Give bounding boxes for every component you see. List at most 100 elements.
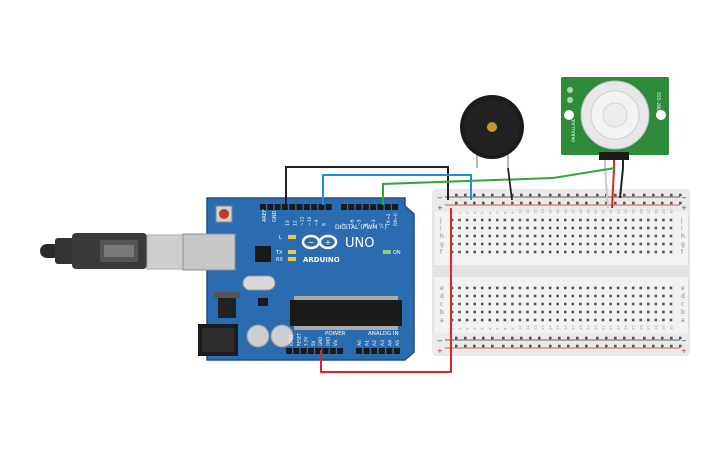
breadboard-hole[interactable] xyxy=(632,336,635,340)
breadboard-hole[interactable] xyxy=(670,336,673,340)
breadboard-hole[interactable] xyxy=(488,286,492,290)
breadboard-hole[interactable] xyxy=(624,302,627,306)
breadboard-hole[interactable] xyxy=(518,286,522,290)
breadboard-hole[interactable] xyxy=(609,250,612,254)
breadboard-hole[interactable] xyxy=(662,234,665,238)
breadboard-holes[interactable] xyxy=(450,193,682,348)
breadboard-hole[interactable] xyxy=(594,286,597,290)
breadboard-hole[interactable] xyxy=(482,344,485,348)
breadboard-hole[interactable] xyxy=(586,318,590,322)
breadboard-hole[interactable] xyxy=(605,344,608,348)
breadboard-hole[interactable] xyxy=(586,234,590,238)
breadboard-hole[interactable] xyxy=(511,250,514,254)
breadboard-hole[interactable] xyxy=(529,344,532,348)
breadboard-hole[interactable] xyxy=(465,218,469,222)
breadboard-hole[interactable] xyxy=(503,286,507,290)
breadboard-hole[interactable] xyxy=(571,286,575,290)
breadboard-hole[interactable] xyxy=(669,318,673,322)
breadboard-hole[interactable] xyxy=(616,294,620,298)
header-pin[interactable] xyxy=(394,348,400,354)
breadboard-hole[interactable] xyxy=(601,286,605,290)
breadboard-hole[interactable] xyxy=(503,250,507,254)
breadboard-hole[interactable] xyxy=(482,336,485,340)
breadboard-hole[interactable] xyxy=(643,201,646,205)
header-pin[interactable] xyxy=(311,204,318,210)
breadboard-hole[interactable] xyxy=(473,201,476,205)
breadboard-hole[interactable] xyxy=(616,218,620,222)
breadboard-hole[interactable] xyxy=(576,336,579,340)
header-pin[interactable] xyxy=(356,348,362,354)
breadboard-hole[interactable] xyxy=(669,218,673,222)
breadboard-hole[interactable] xyxy=(661,201,664,205)
breadboard-hole[interactable] xyxy=(503,242,507,246)
breadboard-hole[interactable] xyxy=(480,302,484,306)
breadboard-hole[interactable] xyxy=(563,218,567,222)
breadboard-hole[interactable] xyxy=(496,242,499,246)
breadboard-hole[interactable] xyxy=(563,294,567,298)
breadboard-hole[interactable] xyxy=(654,250,658,254)
breadboard-hole[interactable] xyxy=(556,242,559,246)
breadboard-hole[interactable] xyxy=(511,344,514,348)
breadboard-hole[interactable] xyxy=(556,294,559,298)
breadboard-hole[interactable] xyxy=(480,286,484,290)
header-pin[interactable] xyxy=(377,204,384,210)
breadboard-hole[interactable] xyxy=(601,318,605,322)
breadboard-hole[interactable] xyxy=(548,310,552,314)
breadboard-hole[interactable] xyxy=(473,242,476,246)
breadboard-hole[interactable] xyxy=(624,250,627,254)
breadboard-hole[interactable] xyxy=(616,242,620,246)
breadboard-hole[interactable] xyxy=(480,226,484,230)
breadboard-hole[interactable] xyxy=(549,344,552,348)
breadboard-hole[interactable] xyxy=(473,318,476,322)
breadboard-hole[interactable] xyxy=(652,193,655,197)
breadboard-hole[interactable] xyxy=(458,318,461,322)
breadboard-hole[interactable] xyxy=(541,318,544,322)
breadboard-hole[interactable] xyxy=(639,318,643,322)
breadboard-hole[interactable] xyxy=(473,336,476,340)
breadboard-hole[interactable] xyxy=(473,286,476,290)
header-pin[interactable] xyxy=(348,204,355,210)
breadboard-hole[interactable] xyxy=(669,226,673,230)
breadboard-hole[interactable] xyxy=(623,201,626,205)
breadboard-hole[interactable] xyxy=(548,286,552,290)
breadboard-hole[interactable] xyxy=(624,218,627,222)
breadboard-hole[interactable] xyxy=(614,336,617,340)
breadboard-hole[interactable] xyxy=(639,286,643,290)
breadboard-hole[interactable] xyxy=(538,201,541,205)
header-pin[interactable] xyxy=(378,348,385,354)
breadboard-hole[interactable] xyxy=(579,226,582,230)
header-pin[interactable] xyxy=(370,204,377,210)
breadboard-hole[interactable] xyxy=(594,294,597,298)
breadboard-hole[interactable] xyxy=(586,286,590,290)
breadboard-hole[interactable] xyxy=(511,218,514,222)
breadboard-hole[interactable] xyxy=(480,218,484,222)
breadboard-hole[interactable] xyxy=(549,336,552,340)
breadboard-hole[interactable] xyxy=(465,226,469,230)
breadboard-hole[interactable] xyxy=(579,242,582,246)
breadboard-hole[interactable] xyxy=(601,250,605,254)
breadboard-hole[interactable] xyxy=(558,336,561,340)
breadboard-hole[interactable] xyxy=(679,193,682,197)
breadboard-hole[interactable] xyxy=(488,294,492,298)
breadboard-hole[interactable] xyxy=(511,336,514,340)
breadboard-hole[interactable] xyxy=(669,310,673,314)
breadboard-hole[interactable] xyxy=(571,218,575,222)
breadboard-hole[interactable] xyxy=(533,302,537,306)
breadboard-hole[interactable] xyxy=(596,193,599,197)
breadboard-hole[interactable] xyxy=(556,318,559,322)
header-pin[interactable] xyxy=(281,204,288,210)
breadboard-hole[interactable] xyxy=(594,302,597,306)
breadboard-hole[interactable] xyxy=(563,250,567,254)
power-analog-header[interactable] xyxy=(286,348,400,354)
breadboard-hole[interactable] xyxy=(647,286,650,290)
breadboard-hole[interactable] xyxy=(496,226,499,230)
breadboard-hole[interactable] xyxy=(503,218,507,222)
breadboard-hole[interactable] xyxy=(496,310,499,314)
breadboard-hole[interactable] xyxy=(511,193,514,197)
breadboard-hole[interactable] xyxy=(533,218,537,222)
breadboard-hole[interactable] xyxy=(567,193,570,197)
header-pin[interactable] xyxy=(286,348,292,354)
breadboard-hole[interactable] xyxy=(533,310,537,314)
breadboard-hole[interactable] xyxy=(491,336,494,340)
